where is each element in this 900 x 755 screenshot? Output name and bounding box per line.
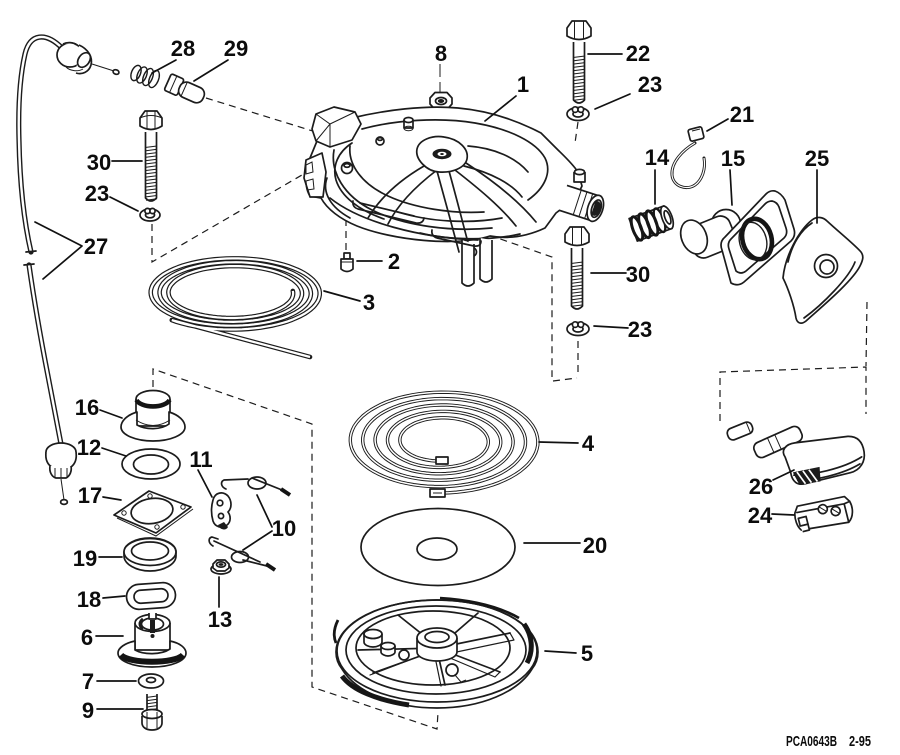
svg-text:14: 14 [645, 145, 670, 170]
svg-text:4: 4 [582, 431, 595, 456]
svg-text:16: 16 [75, 395, 99, 420]
svg-text:15: 15 [721, 146, 745, 171]
svg-text:23: 23 [638, 72, 662, 97]
svg-text:23: 23 [628, 317, 652, 342]
svg-text:24: 24 [748, 503, 773, 528]
svg-text:3: 3 [363, 290, 375, 315]
svg-text:19: 19 [73, 546, 97, 571]
svg-text:29: 29 [224, 36, 248, 61]
svg-text:9: 9 [82, 698, 94, 723]
svg-text:2: 2 [388, 249, 400, 274]
svg-text:25: 25 [805, 146, 829, 171]
svg-text:10: 10 [272, 516, 296, 541]
svg-text:PCA0643B: PCA0643B [786, 733, 837, 750]
svg-text:11: 11 [189, 447, 212, 472]
svg-text:30: 30 [87, 150, 111, 175]
svg-text:27: 27 [84, 234, 108, 259]
svg-text:6: 6 [81, 625, 93, 650]
svg-text:12: 12 [77, 435, 101, 460]
svg-text:17: 17 [78, 483, 102, 508]
svg-text:5: 5 [581, 641, 593, 666]
svg-text:21: 21 [730, 102, 754, 127]
svg-text:30: 30 [626, 262, 650, 287]
svg-text:23: 23 [85, 181, 109, 206]
svg-text:13: 13 [208, 607, 232, 632]
svg-text:20: 20 [583, 533, 607, 558]
svg-text:18: 18 [77, 587, 101, 612]
svg-text:1: 1 [517, 72, 529, 97]
svg-text:7: 7 [82, 669, 94, 694]
svg-text:8: 8 [435, 41, 447, 66]
svg-text:26: 26 [749, 474, 773, 499]
svg-text:22: 22 [626, 41, 650, 66]
svg-text:28: 28 [171, 36, 195, 61]
svg-text:2-95: 2-95 [849, 733, 871, 750]
